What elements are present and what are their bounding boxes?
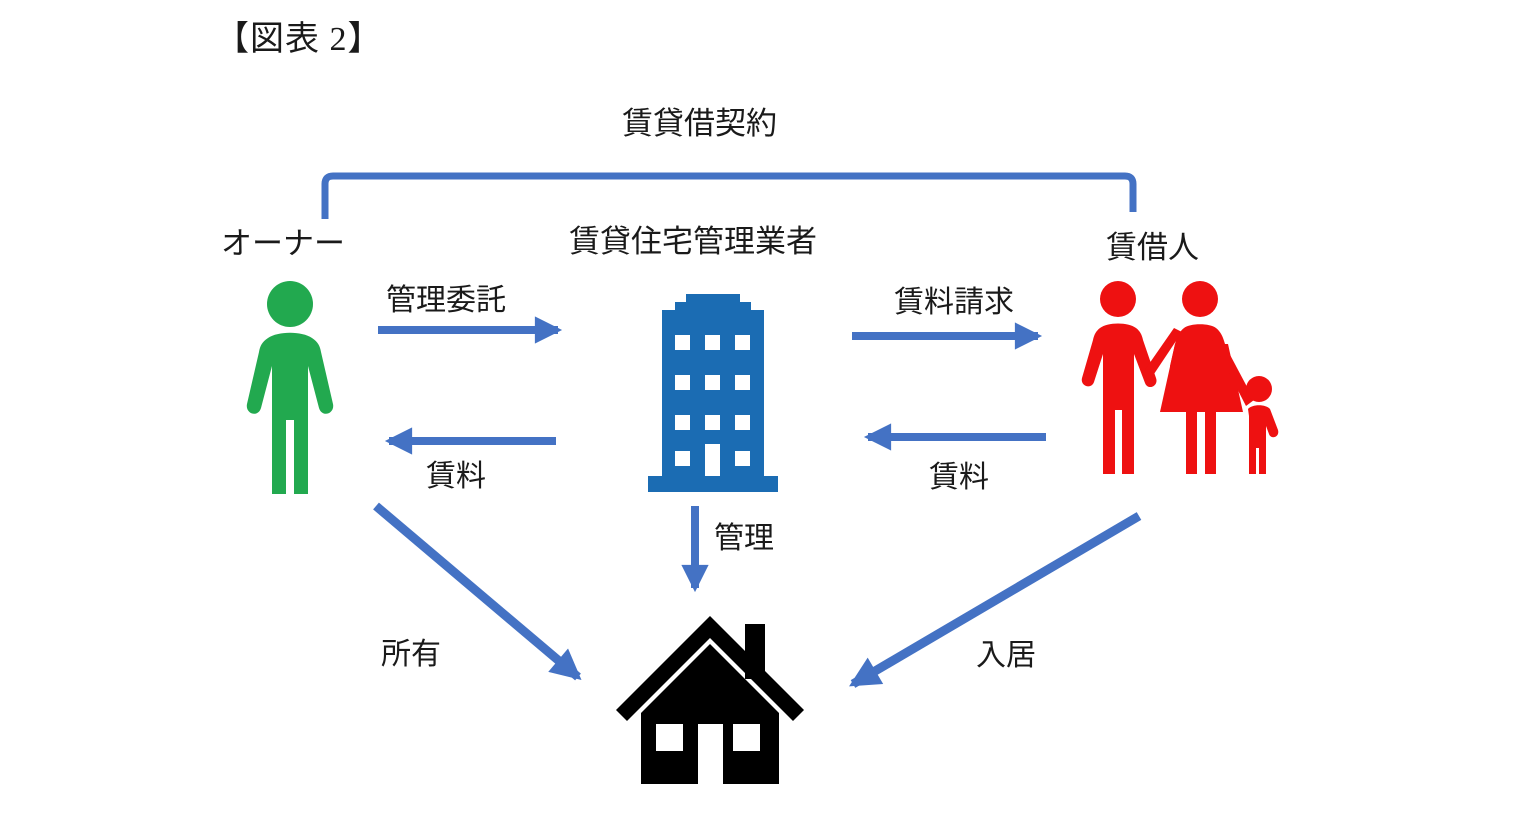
management-entrust-label: 管理委託: [386, 284, 506, 317]
connectors: [321, 172, 1142, 688]
figure-title: 【図表 2】: [215, 21, 383, 58]
ownership-label: 所有: [381, 638, 441, 671]
management-label: 管理: [714, 522, 774, 555]
occupancy-arrow: [849, 512, 1142, 688]
occupancy-label: 入居: [976, 639, 1036, 672]
lease-contract-bracket: [321, 172, 1137, 219]
building-icon: [648, 294, 778, 492]
ownership-arrow: [373, 502, 582, 681]
lease-contract-label: 賃貸借契約: [622, 106, 777, 141]
house-icon: [616, 616, 804, 784]
owner-label: オーナー: [221, 226, 345, 261]
rent-to-owner-label: 賃料: [426, 460, 486, 493]
person-icon: [246, 281, 334, 494]
rent-to-manager-label: 賃料: [929, 461, 989, 494]
family-icon: [1081, 281, 1279, 474]
rent-billing-label: 賃料請求: [894, 286, 1014, 319]
manager-label: 賃貸住宅管理業者: [569, 224, 817, 259]
tenant-label: 賃借人: [1106, 230, 1199, 265]
